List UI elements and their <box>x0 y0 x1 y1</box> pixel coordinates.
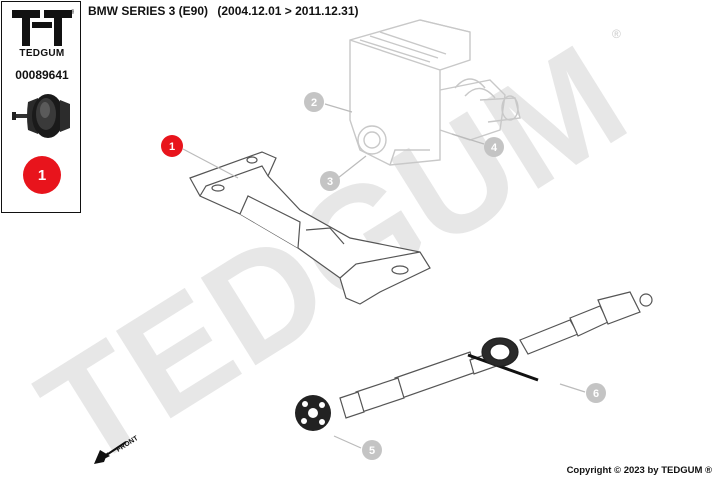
callout-label: 2 <box>311 97 317 109</box>
watermark-registered-mark: ® <box>612 27 621 41</box>
callout-1: 1 <box>161 135 183 157</box>
centre-bearing <box>467 337 539 382</box>
propeller-shaft <box>339 291 653 419</box>
callout-5: 5 <box>362 440 382 460</box>
callout-6: 6 <box>586 383 606 403</box>
callout-label: 3 <box>327 176 333 188</box>
copyright-notice: Copyright © 2023 by TEDGUM ® <box>566 465 712 476</box>
engine-block <box>349 19 521 166</box>
tedgum-logo: ® <box>12 9 74 46</box>
callout-label: 6 <box>593 388 599 400</box>
part-info-panel: ® TEDGUM 00089641 1 <box>1 1 81 213</box>
brand-name: TEDGUM <box>19 48 65 59</box>
leader-lines <box>182 103 586 449</box>
callout-label: 5 <box>369 445 375 457</box>
callout-3: 3 <box>320 171 340 191</box>
transmission-crossmember <box>189 151 431 305</box>
svg-text:®: ® <box>71 9 74 16</box>
production-period: (2004.12.01 > 2011.12.31) <box>217 4 359 18</box>
callout-label: 1 <box>169 141 175 153</box>
part-number: 00089641 <box>15 68 69 82</box>
callout-4: 4 <box>484 137 504 157</box>
flex-disc <box>295 395 331 431</box>
engine-mount-thumbnail <box>12 94 70 138</box>
vehicle-title: BMW SERIES 3 (E90) (2004.12.01 > 2011.12… <box>88 4 365 18</box>
callout-label: 4 <box>491 142 498 154</box>
highlight-index-badge: 1 <box>23 156 61 194</box>
vehicle-model: BMW SERIES 3 (E90) <box>88 4 209 18</box>
callout-2: 2 <box>304 92 324 112</box>
